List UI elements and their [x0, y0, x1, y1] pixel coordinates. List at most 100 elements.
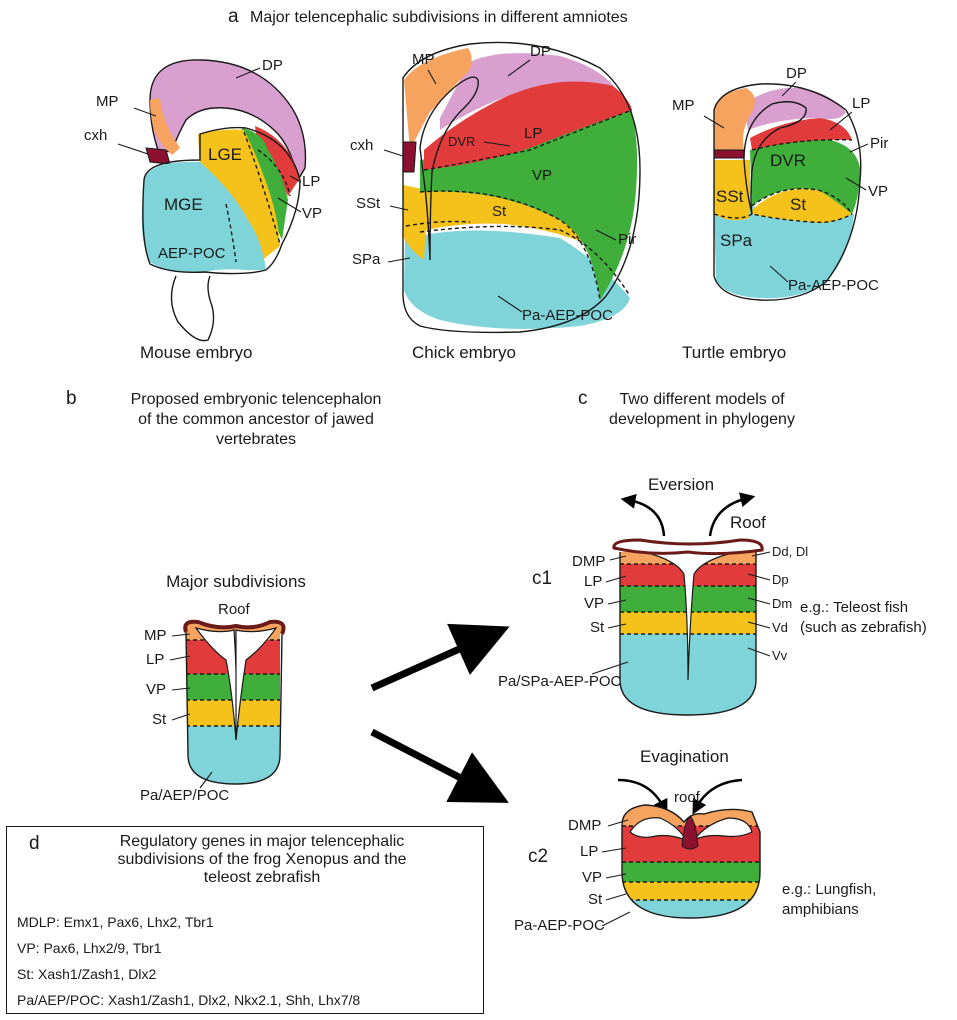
panel-c-title-line-2: development in phylogeny	[609, 411, 795, 428]
chick-label-dp: DP	[530, 43, 551, 60]
panel-c-header: c Two different models of development in…	[578, 388, 795, 428]
c2-label-lp: LP	[580, 843, 598, 860]
panel-a-title: Major telencephalic subdivisions in diff…	[250, 9, 628, 26]
mouse-cortical-hem	[146, 148, 170, 164]
panel-d-title: Regulatory genes in major telencephalic …	[55, 833, 477, 887]
chick-caption: Chick embryo	[412, 343, 516, 362]
mouse-label-mge: MGE	[164, 195, 203, 214]
chick-embryo-diagram: MP DP cxh DVR LP VP SSt St Pir SPa Pa-AE…	[350, 42, 640, 362]
chick-cortical-hem	[403, 142, 416, 172]
c1-roof-label: Roof	[730, 513, 766, 532]
chick-label-st: St	[492, 203, 507, 220]
ancestor-label-st: St	[152, 711, 167, 728]
turtle-cortical-hem	[714, 150, 744, 158]
turtle-label-mp: MP	[672, 97, 695, 114]
c1-process-label: Eversion	[648, 475, 714, 494]
c1-label-dmp: DMP	[572, 553, 605, 570]
panel-a-header: a Major telencephalic subdivisions in di…	[228, 6, 628, 27]
chick-label-cxh: cxh	[350, 137, 373, 154]
c2-evagination-diagram: Evagination roof c2 DMP LP VP St Pa-AEP-…	[514, 747, 876, 934]
mouse-label-cxh: cxh	[84, 127, 107, 144]
panel-d-title-line-1: Regulatory genes in major telencephalic	[55, 833, 469, 851]
c1-tag: c1	[532, 568, 552, 589]
c2-label-dmp: DMP	[568, 817, 601, 834]
c1-label-st: St	[590, 619, 605, 636]
turtle-caption: Turtle embryo	[682, 343, 786, 362]
regulatory-genes-list: MDLP: Emx1, Pax6, Lhx2, Tbr1 VP: Pax6, L…	[17, 909, 360, 1013]
mouse-label-mp: MP	[96, 93, 119, 110]
c2-tag: c2	[528, 846, 548, 867]
turtle-label-sst: SSt	[716, 187, 744, 206]
panel-c-letter: c	[578, 388, 588, 409]
gene-row-vp: VP: Pax6, Lhx2/9, Tbr1	[17, 935, 360, 961]
panel-b-subtitle: Major subdivisions	[166, 572, 306, 591]
c2-process-label: Evagination	[640, 747, 729, 766]
c1-example-line-2: (such as zebrafish)	[800, 619, 927, 636]
c1-eversion-diagram: Eversion Roof c1 DMP LP VP St Dd, Dl Dp	[498, 475, 927, 718]
mouse-label-vp: VP	[302, 205, 322, 222]
panel-a-letter: a	[228, 6, 239, 27]
mouse-label-aep-poc: AEP-POC	[158, 245, 226, 262]
panel-d-title-line-3: teleost zebrafish	[55, 869, 469, 887]
panel-b: b Proposed embryonic telencephalon of th…	[66, 388, 381, 804]
regulatory-genes-header: d Regulatory genes in major telencephali…	[15, 833, 477, 887]
arrow-to-eversion	[372, 638, 484, 688]
c1-label-bottom: Pa/SPa-AEP-POC	[498, 673, 622, 690]
ancestor-label-lp: LP	[146, 651, 164, 668]
gene-row-st: St: Xash1/Zash1, Dlx2	[17, 961, 360, 987]
mouse-caption: Mouse embryo	[140, 343, 252, 362]
c2-left-curved-arrow	[618, 780, 664, 808]
chick-label-pir: Pir	[618, 231, 636, 248]
chick-label-mp: MP	[412, 51, 435, 68]
turtle-label-lp: LP	[852, 95, 870, 112]
turtle-label-pir: Pir	[870, 135, 888, 152]
c1-left-curved-arrow	[628, 500, 664, 536]
ancestor-label-roof: Roof	[218, 601, 251, 618]
mouse-embryo-diagram: DP MP cxh LGE MGE AEP-POC LP VP Mouse em…	[84, 57, 322, 362]
chick-label-dvr: DVR	[448, 134, 475, 149]
mouse-label-dp: DP	[262, 57, 283, 74]
panel-d-letter: d	[15, 833, 55, 887]
c1-label-vd: Vd	[772, 620, 788, 635]
c2-roof-label: roof	[674, 789, 701, 806]
mouse-stalk	[171, 276, 213, 341]
ancestor-label-vp: VP	[146, 681, 166, 698]
c1-example-line-1: e.g.: Teleost fish	[800, 599, 908, 616]
c2-label-vp: VP	[582, 869, 602, 886]
chick-label-sst: SSt	[356, 195, 381, 212]
c1-label-vp: VP	[584, 595, 604, 612]
c2-label-bottom: Pa-AEP-POC	[514, 917, 605, 934]
panel-b-letter: b	[66, 388, 77, 409]
turtle-label-dp: DP	[786, 65, 807, 82]
turtle-label-vp: VP	[868, 183, 888, 200]
gene-row-pa-aep-poc: Pa/AEP/POC: Xash1/Zash1, Dlx2, Nkx2.1, S…	[17, 987, 360, 1013]
chick-label-spa: SPa	[352, 251, 381, 268]
arrow-to-evagination	[372, 732, 484, 790]
chick-label-lp: LP	[524, 125, 542, 142]
ancestor-label-pa-aep-poc: Pa/AEP/POC	[140, 787, 229, 804]
turtle-label-spa: SPa	[720, 231, 753, 250]
turtle-label-pa-aep-poc: Pa-AEP-POC	[788, 277, 879, 294]
c1-label-vv: Vv	[772, 648, 788, 663]
turtle-label-dvr: DVR	[770, 151, 806, 170]
chick-label-vp: VP	[532, 167, 552, 184]
chick-label-pa-aep-poc: Pa-AEP-POC	[522, 307, 613, 324]
c2-label-st: St	[588, 891, 603, 908]
c2-example-line-2: amphibians	[782, 901, 859, 918]
ancestor-label-mp: MP	[144, 627, 167, 644]
c1-label-dp: Dp	[772, 572, 789, 587]
panel-b-title-line-1: Proposed embryonic telencephalon	[131, 391, 382, 408]
turtle-label-st: St	[790, 195, 806, 214]
regulatory-genes-box: d Regulatory genes in major telencephali…	[6, 826, 484, 1014]
gene-row-mdlp: MDLP: Emx1, Pax6, Lhx2, Tbr1	[17, 909, 360, 935]
panel-b-title-line-3: vertebrates	[216, 431, 296, 448]
c2-example-line-1: e.g.: Lungfish,	[782, 881, 876, 898]
panel-b-title-line-2: of the common ancestor of jawed	[138, 411, 374, 428]
turtle-embryo-diagram: DP MP LP Pir DVR VP SSt St SPa Pa-AEP-PO…	[672, 65, 888, 362]
c1-label-dm: Dm	[772, 596, 792, 611]
c1-label-lp: LP	[584, 573, 602, 590]
panel-d-title-line-2: subdivisions of the frog Xenopus and the	[55, 851, 469, 869]
panel-c-title-line-1: Two different models of	[619, 391, 785, 408]
c1-label-dd-dl: Dd, Dl	[772, 544, 808, 559]
mouse-label-lge: LGE	[208, 145, 242, 164]
